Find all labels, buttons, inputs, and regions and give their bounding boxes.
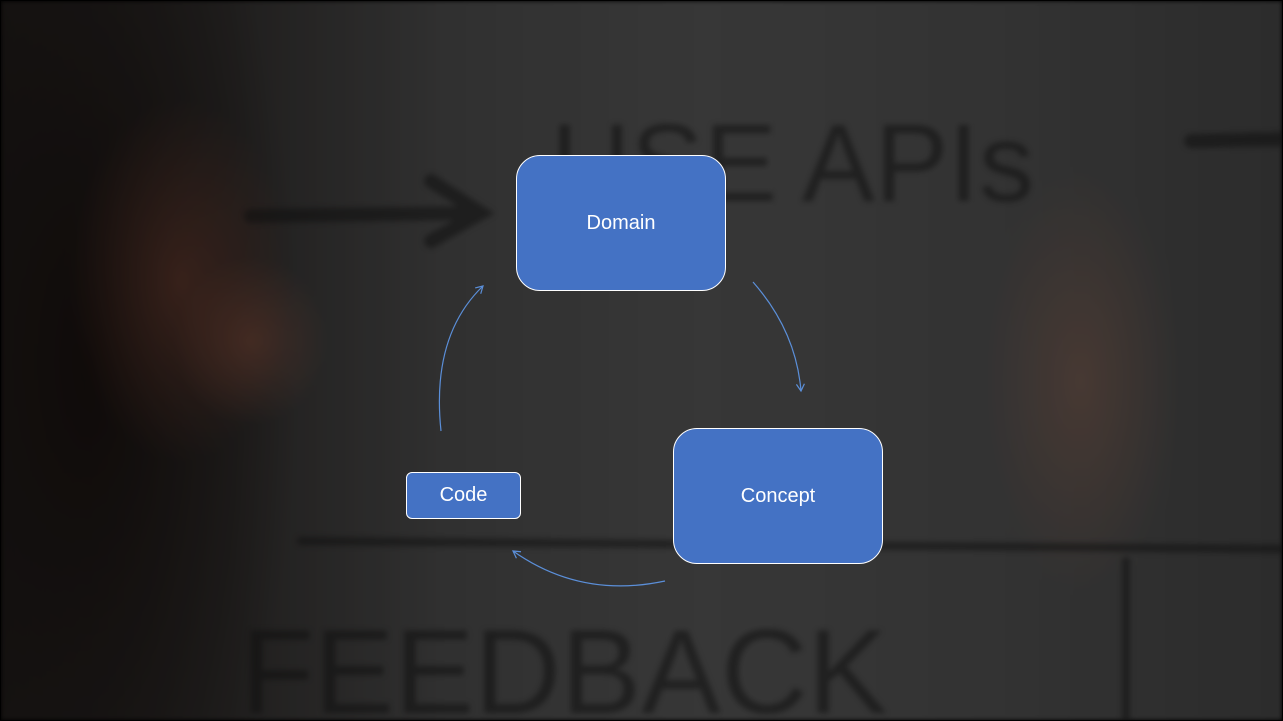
whiteboard-text-bottom: FEEDBACK [241, 605, 888, 721]
arrow-code-to-domain [438, 285, 484, 432]
domain-node: Domain [516, 155, 726, 291]
arrow-domain-to-concept [752, 281, 805, 393]
domain-node-label: Domain [586, 211, 656, 234]
concept-node: Concept [673, 428, 883, 564]
concept-node-label: Concept [740, 484, 816, 507]
arrow-concept-to-code [512, 550, 666, 587]
code-node-label: Code [439, 484, 488, 506]
code-node: Code [406, 472, 521, 519]
